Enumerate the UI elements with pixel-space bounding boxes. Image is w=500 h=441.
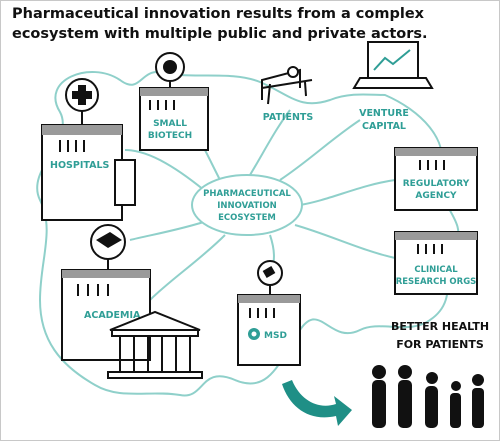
hub-label-line-3: ECOSYSTEM [218,213,276,223]
hospitals-label: HOSPITALS [50,160,110,171]
curved-arrow-icon [282,380,352,426]
hospitals-node: HOSPITALS [41,78,136,221]
venture-capital-node: VENTURE CAPITAL [352,41,434,132]
small-biotech-label-line-2: BIOTECH [148,131,192,141]
better-health-outcome: BETTER HEALTH FOR PATIENTS [372,320,489,428]
academia-label: ACADEMIA [84,310,141,321]
patients-node: PATIENTS [261,66,314,123]
title-line-1: Pharmaceutical innovation results from a… [12,6,425,22]
msd-label: MSD [264,331,287,341]
hub-node [191,174,303,236]
clinical-research-orgs-label-line-2: RESEARCH ORGS [396,277,477,287]
venture-capital-label-line-1: VENTURE [359,108,409,119]
regulatory-agency-label-line-2: AGENCY [415,191,457,201]
academia-node: ACADEMIA [61,224,203,379]
university-building-icon [107,310,203,379]
outcome-line-1: BETTER HEALTH [391,320,489,333]
patients-label: PATIENTS [263,112,314,123]
hub-label-line-2: INNOVATION [217,201,277,211]
regulatory-agency-node: REGULATORY AGENCY [394,147,478,211]
diagram-title: Pharmaceutical innovation results from a… [12,4,492,44]
msd-logo-icon [248,328,260,340]
clinical-research-orgs-node: CLINICAL RESEARCH ORGS [394,231,478,295]
outcome-line-2: FOR PATIENTS [396,338,484,351]
hub-label-line-1: PHARMACEUTICAL [203,189,291,199]
people-group-icon [372,365,484,428]
msd-node: MSD [237,260,301,366]
ecosystem-ring [36,70,460,397]
small-biotech-label-line-1: SMALL [153,119,187,129]
venture-capital-label-line-2: CAPITAL [362,121,406,132]
small-biotech-node: SMALL BIOTECH [139,52,209,151]
title-line-2: ecosystem with multiple public and priva… [12,26,428,42]
laptop-chart-icon [352,41,434,89]
clinical-research-orgs-label-line-1: CLINICAL [414,265,458,275]
regulatory-agency-label-line-1: REGULATORY [403,179,470,189]
hospital-bed-icon [261,66,313,105]
